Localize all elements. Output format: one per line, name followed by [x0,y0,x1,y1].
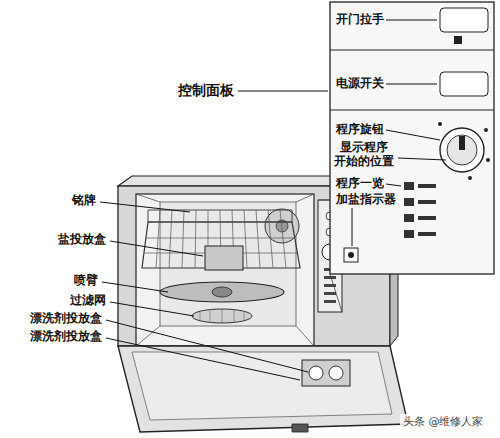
part-label: 过滤网 [70,293,106,307]
part-label: 盐投放盒 [58,232,106,246]
panel-label: 电源开关 [336,76,384,90]
callout-title: 控制面板 [178,82,234,99]
panel-label: 加盐指示器 [336,192,396,206]
part-label: 漂洗剂投放盒 [30,329,102,343]
part-label: 铭牌 [72,193,96,207]
panel-label: 程序一览 [336,176,384,190]
watermark: 头条 @维修人家 [400,414,487,429]
panel-label: 程序旋钮 [336,122,384,136]
panel-label: 显示程序开始的位置 [334,140,395,169]
panel-label: 开门拉手 [336,12,384,26]
part-label: 喷臂 [74,273,98,287]
part-label: 漂洗剂投放盒 [30,311,102,325]
